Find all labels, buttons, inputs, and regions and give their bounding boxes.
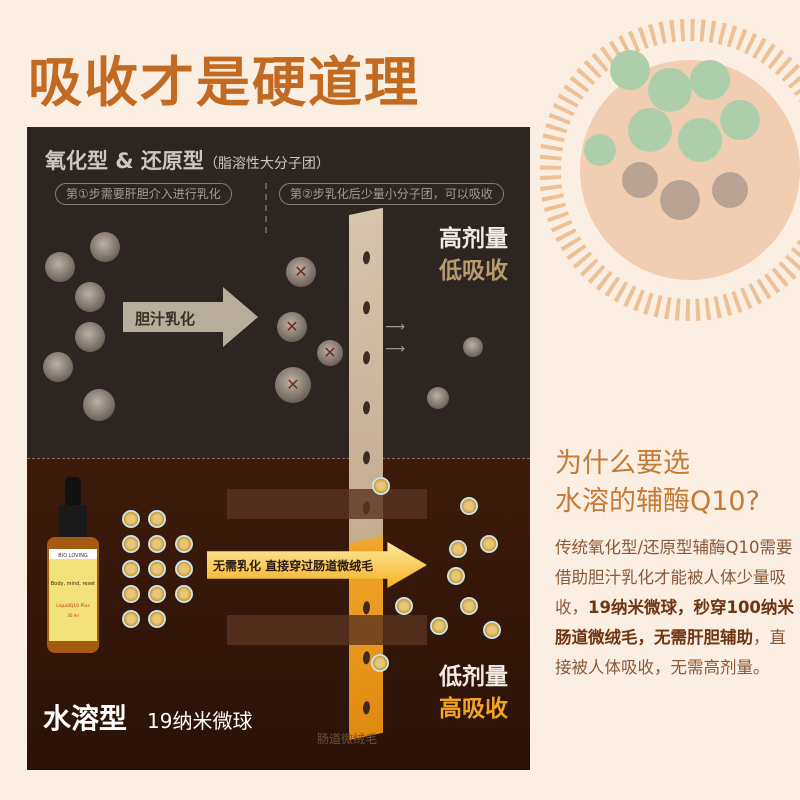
faded-arrow (227, 489, 427, 519)
molecule (75, 282, 105, 312)
blocked-molecule: ✕ (277, 312, 307, 342)
nano-sphere (175, 560, 193, 578)
side-body: 传统氧化型/还原型辅酶Q10需要借助胆汁乳化才能被人体少量吸收，19纳米微球，秒… (555, 533, 800, 683)
bottle-volume: 30 ml (67, 613, 78, 618)
side-title-line1: 为什么要选 (555, 448, 690, 479)
nano-sphere (122, 585, 140, 603)
nano-sphere (449, 540, 467, 558)
nano-sphere (148, 535, 166, 553)
step1-pill: 第①步需要肝胆介入进行乳化 (55, 183, 232, 205)
bottle-product: LiquidQ10 Plus (56, 603, 90, 609)
molecule (83, 389, 115, 421)
side-title-line2: 水溶的辅酶Q10? (555, 486, 760, 517)
nano-sphere (175, 585, 193, 603)
nano-sphere (430, 617, 448, 635)
nano-sphere-label: 19纳米微球 (147, 709, 253, 733)
direct-pass-label: 无需乳化 直接穿过肠道微绒毛 (213, 559, 374, 573)
nano-sphere (483, 621, 501, 639)
nano-sphere (175, 535, 193, 553)
nano-sphere (122, 560, 140, 578)
high-dose-label: 高剂量 (439, 226, 508, 252)
blocked-molecule: ✕ (286, 257, 316, 287)
molecule-illustration (540, 19, 800, 321)
bile-arrow-icon (123, 287, 258, 347)
nano-sphere (480, 535, 498, 553)
nano-sphere (395, 597, 413, 615)
comparison-panel: 氧化型 & 还原型（脂溶性大分子团） 第①步需要肝胆介入进行乳化 第②步乳化后少… (27, 127, 530, 770)
nano-sphere (148, 585, 166, 603)
nano-sphere (148, 610, 166, 628)
nano-sphere (122, 510, 140, 528)
low-dose-label: 低剂量 (439, 664, 508, 690)
arrow-icon: ⟶ (385, 319, 406, 335)
heading-note: （脂溶性大分子团） (203, 156, 330, 172)
molecule (463, 337, 483, 357)
nano-sphere (122, 535, 140, 553)
step2-pill: 第②步乳化后少量小分子团，可以吸收 (279, 183, 504, 205)
step-separator (265, 183, 267, 233)
nano-sphere (460, 497, 478, 515)
section-divider (27, 458, 530, 459)
blocked-molecule: ✕ (275, 367, 311, 403)
faded-arrow (227, 615, 427, 645)
page-title: 吸收才是硬道理 (28, 51, 420, 114)
blocked-molecule: ✕ (317, 340, 343, 366)
molecule (43, 352, 73, 382)
side-title: 为什么要选 水溶的辅酶Q10? (555, 445, 760, 521)
molecule (90, 232, 120, 262)
molecule (427, 387, 449, 409)
water-soluble-label: 水溶型 (43, 702, 128, 735)
bottle-brand: BIO LOVING (58, 553, 88, 559)
body-text: 传统氧化型/还原型辅酶Q10需要借助胆汁乳化才能被人体少量吸收， (555, 538, 793, 617)
heading-text: 氧化型 & 还原型 (45, 149, 204, 173)
nano-sphere (371, 654, 389, 672)
nano-sphere (372, 477, 390, 495)
fat-soluble-heading: 氧化型 & 还原型（脂溶性大分子团） (45, 145, 330, 175)
arrow-icon: ⟶ (385, 341, 406, 357)
nano-sphere (122, 610, 140, 628)
bile-label: 胆汁乳化 (135, 310, 196, 328)
nano-sphere (148, 560, 166, 578)
low-absorption-label: 低吸收 (439, 258, 508, 284)
body-text-end: ，直接被人体吸收，无需高剂量。 (555, 628, 786, 677)
nano-sphere (148, 510, 166, 528)
product-bottle: BIO LOVING Body, mind, reset LiquidQ10 P… (47, 477, 99, 653)
bottle-slogan: Body, mind, reset (51, 581, 95, 587)
nano-sphere (447, 567, 465, 585)
villi-label: 肠道微绒毛 (317, 732, 378, 746)
high-absorption-label: 高吸收 (439, 696, 508, 722)
nano-sphere (460, 597, 478, 615)
body-bold-text: 19纳米微球，秒穿100纳米肠道微绒毛，无需肝胆辅助 (555, 598, 794, 647)
molecule (75, 322, 105, 352)
molecule (45, 252, 75, 282)
